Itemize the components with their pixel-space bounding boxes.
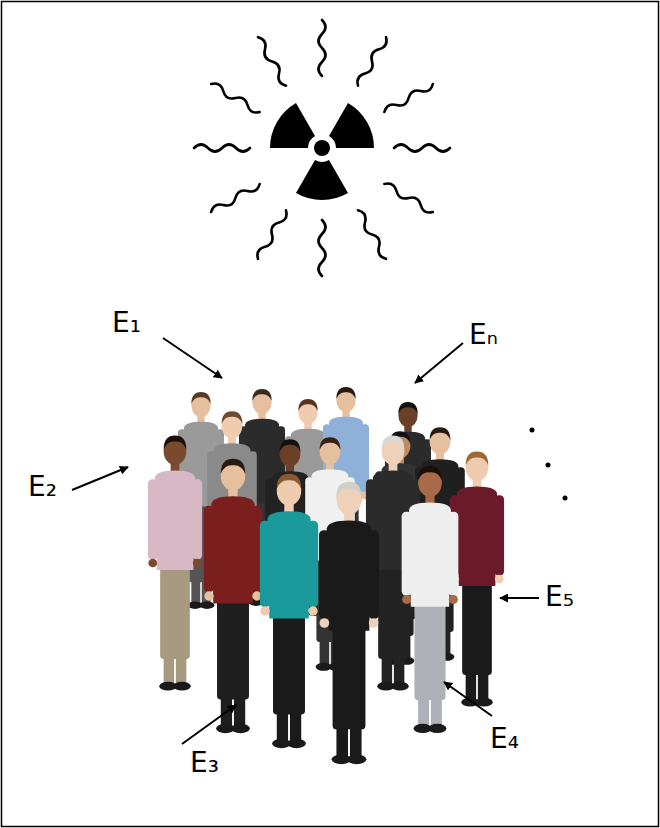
person <box>148 435 202 690</box>
energy-label: E₂ <box>28 470 57 504</box>
wave <box>255 209 289 261</box>
wave <box>355 35 389 87</box>
leader-arrow <box>72 467 128 490</box>
leader-arrow <box>182 705 236 744</box>
wave <box>383 81 435 115</box>
dot <box>530 428 535 433</box>
wave <box>394 145 450 152</box>
dot <box>546 463 551 468</box>
trefoil-blade <box>329 103 374 148</box>
leader-arrow <box>444 682 492 716</box>
radiation-waves <box>194 20 450 276</box>
person <box>260 474 318 748</box>
energy-label: Eₙ <box>469 318 498 352</box>
person <box>204 459 262 733</box>
energy-label: E₅ <box>545 580 574 614</box>
energy-label: E₁ <box>112 306 141 340</box>
wave <box>319 20 326 76</box>
wave <box>209 181 261 215</box>
leader-arrow <box>163 338 222 378</box>
dot <box>563 496 568 501</box>
radiation-symbol <box>194 20 450 276</box>
wave <box>255 35 289 87</box>
wave <box>194 145 250 152</box>
continuation-dots <box>530 428 568 501</box>
wave <box>355 209 389 261</box>
exposure-arrows <box>72 338 539 744</box>
trefoil-blade <box>270 103 315 148</box>
crowd-of-people <box>148 387 504 764</box>
leader-arrow <box>500 597 539 599</box>
trefoil-center <box>314 140 330 156</box>
wave <box>209 81 261 115</box>
leader-arrow <box>415 343 463 383</box>
person <box>319 482 379 764</box>
trefoil-blade <box>296 160 348 200</box>
energy-label: E₄ <box>490 722 519 756</box>
wave <box>383 181 435 215</box>
person <box>402 466 459 733</box>
energy-label: E₃ <box>190 746 219 780</box>
wave <box>319 220 326 276</box>
